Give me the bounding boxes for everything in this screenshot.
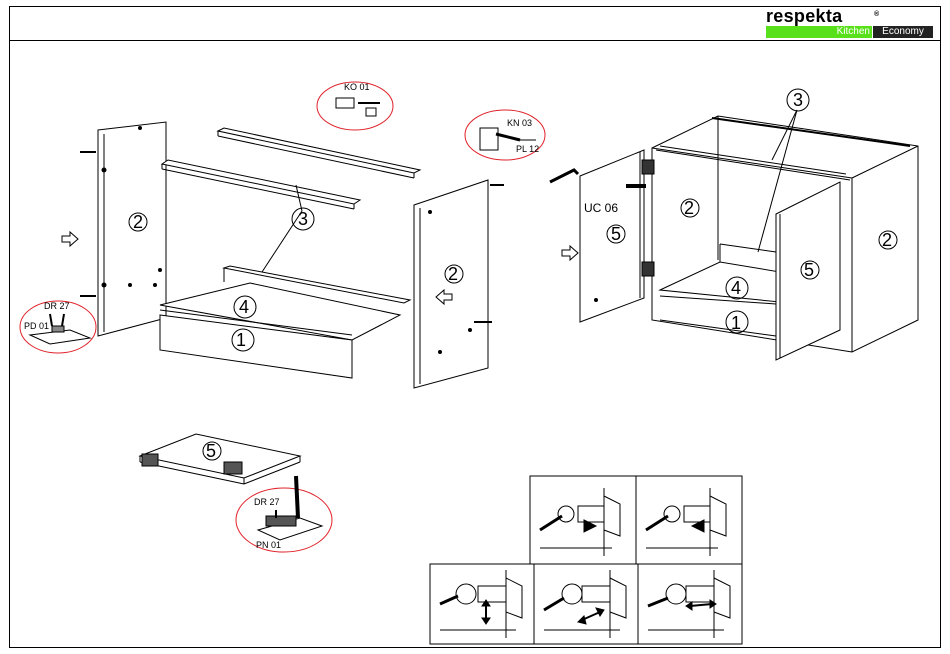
part-number-rails: 3 [298, 209, 308, 229]
part-number-shelf: 4 [239, 297, 249, 317]
part-number-assembled-bottom: 1 [731, 313, 741, 333]
detail-dr27-pd01: DR 27 PD 01 [20, 301, 96, 353]
top-rail-back [218, 128, 420, 178]
detail-dr27-pn01: DR 27 PN 01 [236, 476, 332, 552]
detail-ko01: KO 01 [317, 82, 393, 130]
label-kn03: KN 03 [507, 118, 532, 128]
part-number-assembled-shelf: 4 [731, 278, 741, 298]
label-pn01: PN 01 [256, 540, 281, 550]
part-number-assembled-door: 5 [611, 224, 621, 244]
part-number-side-left: 2 [133, 212, 143, 232]
right-side-panel: 2 [414, 180, 504, 388]
left-side-panel: 2 [80, 122, 166, 336]
label-ko01: KO 01 [344, 82, 370, 92]
label-pd01: PD 01 [24, 321, 49, 331]
detail-kn03-pl12: KN 03 PL 12 [465, 110, 545, 160]
part-number-assembled-side-left: 2 [684, 198, 694, 218]
door-flat: 5 [140, 434, 300, 484]
part-number-side-right: 2 [448, 264, 458, 284]
arrow-right-icon [62, 232, 78, 246]
assembled-cabinet: 4 1 2 2 5 3 [652, 89, 918, 360]
part-number-bottom: 1 [236, 330, 246, 350]
label-dr27-bottom: DR 27 [254, 497, 280, 507]
label-pl12: PL 12 [516, 144, 539, 154]
part-number-door-flat: 5 [206, 441, 216, 461]
part-number-assembled-rails: 3 [793, 90, 803, 110]
label-dr27-left: DR 27 [44, 301, 70, 311]
part-number-assembled-door-right: 5 [804, 260, 814, 280]
arrow-right-icon [562, 246, 578, 260]
top-rail-front [162, 160, 360, 209]
label-uc06: UC 06 [584, 201, 618, 215]
part-number-assembled-side-right: 2 [882, 230, 892, 250]
left-door: UC 06 5 [550, 150, 654, 322]
